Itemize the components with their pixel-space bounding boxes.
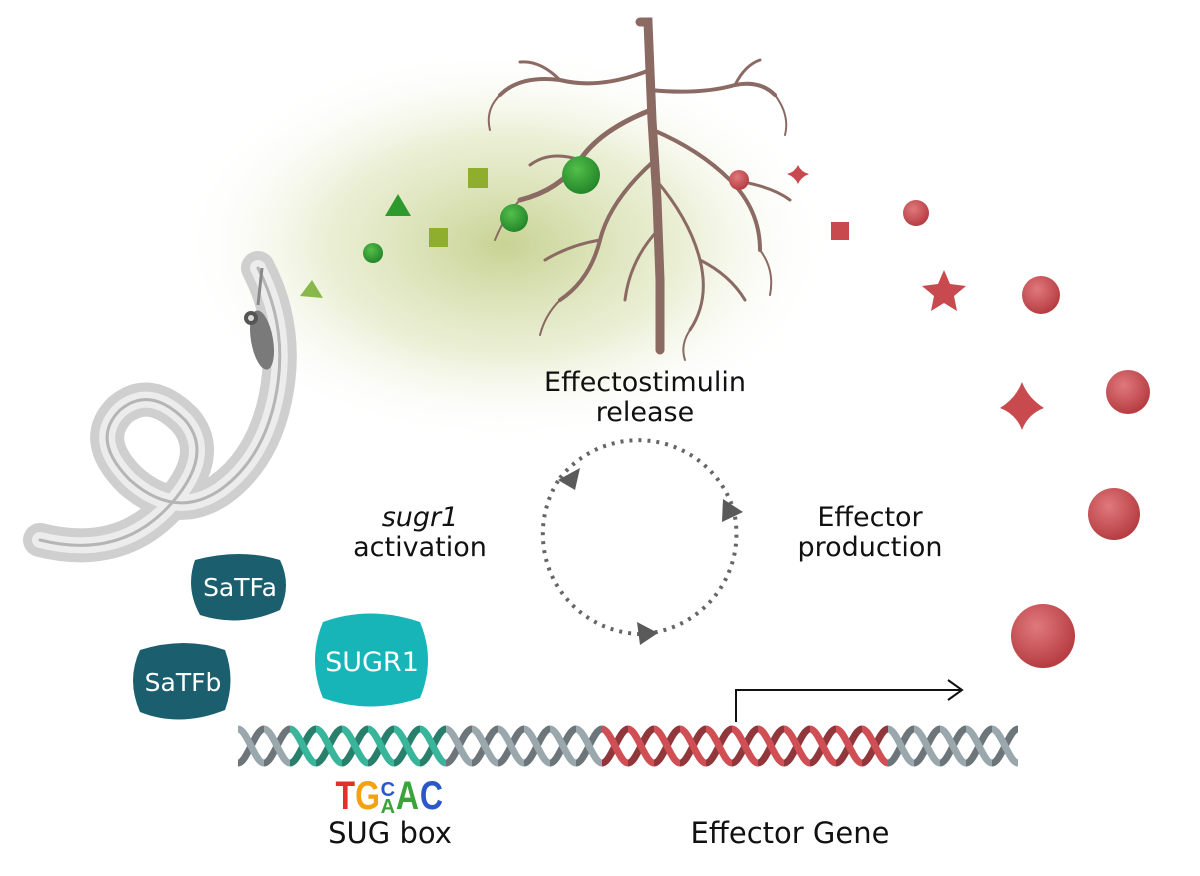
sugr1-label: SUGR1 — [325, 646, 419, 678]
motif-letter-c2: C — [419, 774, 443, 818]
dna-front-strand-segment — [366, 725, 396, 767]
effector-dot — [1022, 276, 1060, 314]
rhizosphere-haze — [175, 45, 835, 445]
dna-front-strand-segment — [288, 725, 318, 767]
effector-line2: production — [797, 532, 943, 563]
nematode — [23, 251, 297, 563]
cycle-arrowhead — [637, 622, 658, 645]
dna-front-strand-segment — [912, 725, 942, 767]
motif-letter-g: G — [355, 774, 381, 818]
stimulin-square — [468, 168, 488, 188]
dna-front-strand-segment — [834, 725, 864, 767]
dna-front-strand-segment — [964, 725, 994, 767]
dna-front-strand-segment — [626, 725, 656, 767]
dna-helix — [236, 725, 1020, 767]
effector-dot — [1106, 370, 1150, 414]
dna-front-strand-segment — [730, 725, 760, 767]
effector-dot — [1088, 488, 1140, 540]
dna-front-strand-segment — [522, 725, 552, 767]
motif-position-3: C A — [380, 779, 396, 818]
activation-word: activation — [353, 532, 487, 563]
effector-gene-label: Effector Gene — [690, 816, 890, 850]
stimulin-dot — [562, 156, 600, 194]
effector-production-label: Effector production — [770, 503, 970, 563]
effectostimulin-line1: Effectostimulin — [544, 367, 746, 398]
dna-front-strand-segment — [392, 725, 422, 767]
motif-letter-a: A — [395, 774, 420, 818]
effector-star — [1000, 382, 1044, 430]
effectostimulin-line2: release — [595, 397, 695, 428]
motif-letter-t: T — [335, 774, 355, 818]
dna-front-strand-segment — [470, 725, 500, 767]
cycle-arrowhead — [722, 499, 743, 522]
sugr1-gene-name: sugr1 — [381, 502, 459, 533]
dna-front-strand-segment — [314, 725, 344, 767]
satfa-label: SaTFa — [203, 572, 277, 602]
dna-front-strand-segment — [678, 725, 708, 767]
dna-front-strand-segment — [756, 725, 786, 767]
dna-front-strand-segment — [574, 725, 604, 767]
effector-star — [922, 270, 966, 311]
dna-front-strand-segment — [340, 725, 370, 767]
effector-line1: Effector — [817, 502, 923, 533]
effector-dot — [1011, 604, 1075, 668]
dna-front-strand-segment — [418, 725, 448, 767]
transcription-arrow — [735, 689, 960, 722]
dna-front-strand-segment — [990, 725, 1020, 767]
dna-front-strand-segment — [860, 725, 890, 767]
sugr1-activation-label: sugr1 activation — [330, 503, 510, 563]
effector-dot — [729, 170, 749, 190]
effector-dot — [903, 200, 929, 226]
cycle-arrowhead — [558, 468, 580, 490]
stimulin-square — [429, 228, 448, 247]
effector-square — [831, 222, 849, 240]
effector-star — [787, 165, 809, 184]
satfa-protein — [191, 554, 286, 621]
dna-front-strand-segment — [262, 725, 292, 767]
dna-front-strand-segment — [886, 725, 916, 767]
dna-front-strand-segment — [444, 725, 474, 767]
dna-front-strand-segment — [808, 725, 838, 767]
dna-front-strand-segment — [600, 725, 630, 767]
satfb-protein — [133, 643, 231, 720]
effector-particles — [729, 165, 1150, 668]
stimulin-triangle — [300, 280, 323, 298]
dna-front-strand-segment — [652, 725, 682, 767]
satfb-label: SaTFb — [144, 667, 222, 697]
sug-box-motif-logo: T G C A A C — [333, 774, 446, 818]
effectostimulin-label: Effectostimulin release — [520, 368, 770, 428]
regulation-cycle — [540, 438, 739, 636]
stimulin-dot — [363, 243, 383, 263]
stimulin-triangle — [385, 194, 411, 216]
sug-box-label: SUG box — [328, 816, 452, 850]
motif-letter-a-small: A — [380, 796, 396, 818]
dna-front-strand-segment — [496, 725, 526, 767]
stimulin-dot — [500, 204, 528, 232]
motif-letter-c: C — [380, 779, 396, 801]
dna-front-strand-segment — [236, 725, 266, 767]
dna-front-strand-segment — [704, 725, 734, 767]
dna-front-strand-segment — [782, 725, 812, 767]
sugr1-protein — [315, 613, 428, 707]
dna-front-strand-segment — [938, 725, 968, 767]
dna-front-strand-segment — [548, 725, 578, 767]
stimulin-particles — [300, 156, 600, 298]
